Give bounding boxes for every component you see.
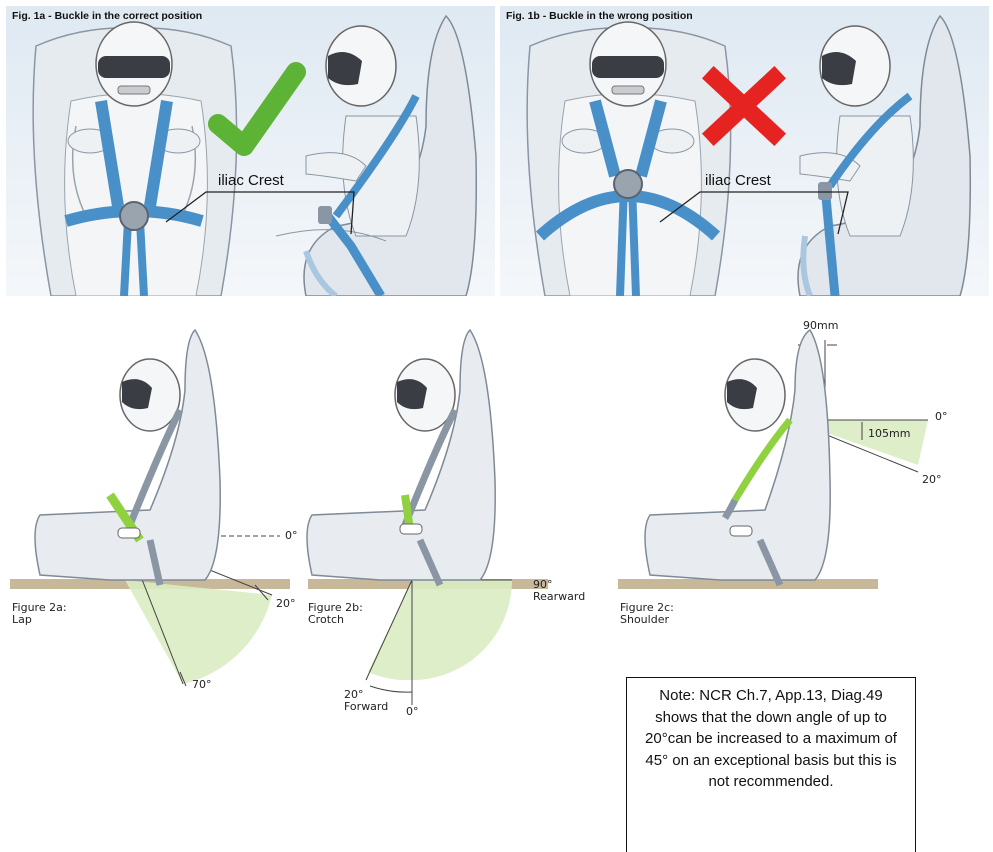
- fig-1b-illustration: [500, 6, 989, 296]
- fig-2a-caption: Figure 2a: Lap: [12, 602, 67, 626]
- fig-1a-illustration: [6, 6, 495, 296]
- fig-2b-crotch-diagram: [307, 330, 548, 705]
- fig-2c-width-dimension: 90mm: [803, 320, 838, 332]
- note-box: Note: NCR Ch.7, App.13, Diag.49 shows th…: [626, 677, 916, 852]
- iliac-crest-label: iliac Crest: [705, 172, 771, 189]
- fig-2c-angle-0: 0°: [935, 411, 948, 423]
- front-view-driver: [33, 22, 236, 296]
- fig-2a-lap-diagram: [10, 330, 290, 686]
- fig-1a-panel: Fig. 1a - Buckle in the correct position…: [6, 6, 495, 296]
- fig-2c-drop-dimension: 105mm: [868, 428, 910, 440]
- iliac-crest-label: iliac Crest: [218, 172, 284, 189]
- fig-1a-title: Fig. 1a - Buckle in the correct position: [12, 10, 202, 22]
- fig-2a-angle-20: 20°: [276, 598, 296, 610]
- front-view-driver: [527, 22, 730, 296]
- fig-1b-title: Fig. 1b - Buckle in the wrong position: [506, 10, 693, 22]
- fig-2a-angle-70: 70°: [192, 679, 212, 691]
- fig-1b-panel: Fig. 1b - Buckle in the wrong position i…: [500, 6, 989, 296]
- fig-2c-caption: Figure 2c: Shoulder: [620, 602, 674, 626]
- fig-2b-caption: Figure 2b: Crotch: [308, 602, 363, 626]
- fig-2c-angle-20: 20°: [922, 474, 942, 486]
- figure-2-illustrations: [0, 300, 993, 720]
- side-view-driver: [798, 16, 970, 296]
- fig-2a-angle-0: 0°: [285, 530, 298, 542]
- fig-2b-angle-90: 90° Rearward: [533, 579, 585, 603]
- fig-2b-angle-0: 0°: [406, 706, 419, 718]
- fig-2b-angle-20: 20° Forward: [344, 689, 388, 713]
- fig-2c-shoulder-diagram: [618, 330, 928, 589]
